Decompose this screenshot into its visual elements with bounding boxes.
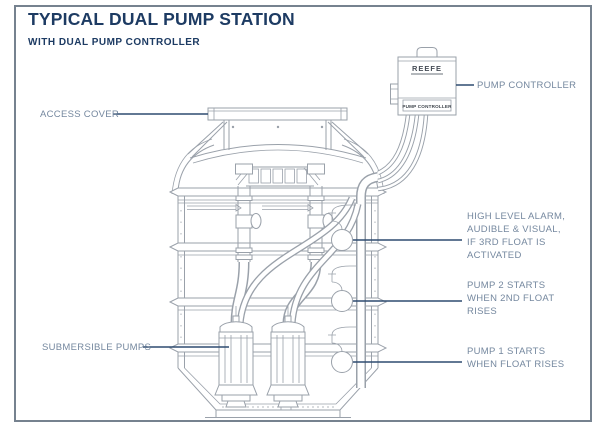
callout-access-cover: ACCESS COVER	[40, 109, 120, 120]
float-switch-2	[328, 265, 356, 312]
diagram-frame	[14, 5, 592, 422]
callout-pump-2-starts: PUMP 2 STARTS WHEN 2ND FLOAT RISES	[467, 280, 555, 317]
float-switch-alarm	[328, 204, 356, 251]
page-subtitle: WITH DUAL PUMP CONTROLLER	[28, 37, 201, 48]
callout-high-level-alarm: HIGH LEVEL ALARM, AUDIBLE & VISUAL, IF 3…	[467, 211, 566, 261]
float-switch-1	[328, 326, 356, 373]
submersible-pump-2	[266, 306, 310, 408]
access-cover	[207, 107, 348, 150]
controller-panel-label: PUMP CONTROLLER	[402, 104, 452, 109]
callout-pump-controller: PUMP CONTROLLER	[477, 80, 577, 91]
controller-cables	[376, 114, 429, 192]
callout-lines	[113, 84, 474, 363]
controller-brand-logo: REEFE	[412, 64, 442, 73]
pump-controller-box: REEFE PUMP CONTROLLER	[390, 47, 457, 116]
conduit-pipe	[356, 172, 380, 388]
pump-power-cables	[236, 196, 362, 325]
submersible-pump-1	[214, 306, 258, 408]
callout-submersible-pumps: SUBMERSIBLE PUMPS	[42, 342, 152, 353]
tank-outline	[171, 121, 385, 418]
callout-pump-1-starts: PUMP 1 STARTS WHEN FLOAT RISES	[467, 346, 565, 370]
page-title: TYPICAL DUAL PUMP STATION	[28, 9, 295, 29]
